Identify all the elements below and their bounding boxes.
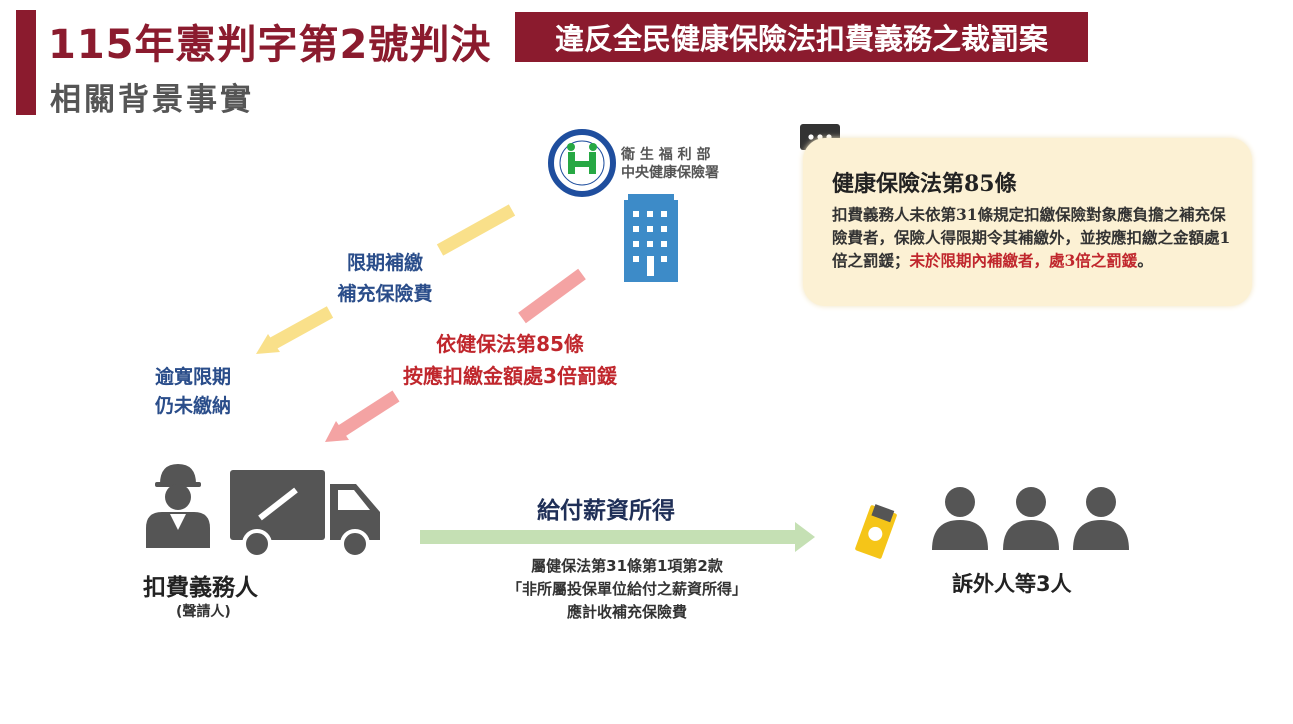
yellow-arrow bbox=[268, 204, 516, 350]
callout-text: 扣費義務人未依第31條規定扣繳保險對象應負擔之補充保險費者，保險人得限期令其補繳… bbox=[832, 205, 1231, 270]
wrench-icon bbox=[258, 487, 298, 521]
case-subtitle: 違反全民健康保險法扣費義務之裁罰案 bbox=[515, 12, 1088, 62]
yellow-arrow-label: 限期補繳 補充保險費 bbox=[315, 248, 455, 310]
worker-icon bbox=[146, 464, 210, 548]
callout-title: 健康保險法第85條 bbox=[832, 171, 1017, 197]
truck-icon bbox=[230, 470, 380, 559]
section-heading: 相關背景事實 bbox=[50, 82, 254, 118]
label-line: 限期補繳 bbox=[346, 252, 423, 274]
people-icon bbox=[932, 487, 1129, 550]
note-line: 應計收補充保險費 bbox=[566, 603, 687, 621]
page-title: 115年憲判字第2號判決 bbox=[48, 22, 492, 68]
note-line: 屬健保法第31條第1項第2款 bbox=[531, 557, 723, 575]
label-line: 逾寬限期 bbox=[154, 366, 231, 388]
payer-label: 扣費義務人 bbox=[143, 575, 258, 601]
building-windows bbox=[633, 211, 667, 276]
payer-sub: (聲請人) bbox=[176, 604, 231, 620]
red-arrow-label: 依健保法第85條 按應扣繳金額處3倍罰鍰 bbox=[370, 328, 650, 392]
label-line: 依健保法第85條 bbox=[436, 332, 584, 356]
agency-line2: 中央健康保險署 bbox=[621, 165, 719, 181]
overdue-label: 逾寬限期 仍未繳納 bbox=[133, 363, 253, 421]
label-line: 補充保險費 bbox=[337, 283, 433, 305]
yellow-arrowhead bbox=[256, 334, 280, 354]
law-callout bbox=[803, 138, 1252, 306]
callout-text-red: 未於限期內補繳者，處3倍之罰鍰 bbox=[909, 251, 1138, 270]
green-arrowhead bbox=[795, 522, 815, 552]
flow-title: 給付薪資所得 bbox=[537, 498, 675, 524]
agency-line1: 衛 生 福 利 部 bbox=[621, 147, 711, 163]
nhi-logo-icon bbox=[548, 129, 616, 197]
label-line: 按應扣繳金額處3倍罰鍰 bbox=[403, 364, 617, 388]
red-arrowhead bbox=[325, 421, 349, 442]
callout-end: 。 bbox=[1137, 251, 1153, 270]
accent-bar bbox=[16, 10, 36, 115]
money-icon bbox=[855, 504, 897, 559]
flow-note: 屬健保法第31條第1項第2款 「非所屬投保單位給付之薪資所得」 應計收補充保險費 bbox=[467, 555, 787, 624]
label-line: 仍未繳納 bbox=[154, 395, 231, 417]
green-arrow bbox=[420, 530, 795, 544]
agency-name: 衛 生 福 利 部 中央健康保險署 bbox=[621, 146, 719, 182]
red-arrow bbox=[336, 268, 586, 438]
callout-body: 扣費義務人未依第31條規定扣繳保險對象應負擔之補充保險費者，保險人得限期令其補繳… bbox=[832, 203, 1232, 272]
note-line: 「非所屬投保單位給付之薪資所得」 bbox=[506, 580, 747, 598]
recipients-label: 訴外人等3人 bbox=[952, 572, 1072, 596]
